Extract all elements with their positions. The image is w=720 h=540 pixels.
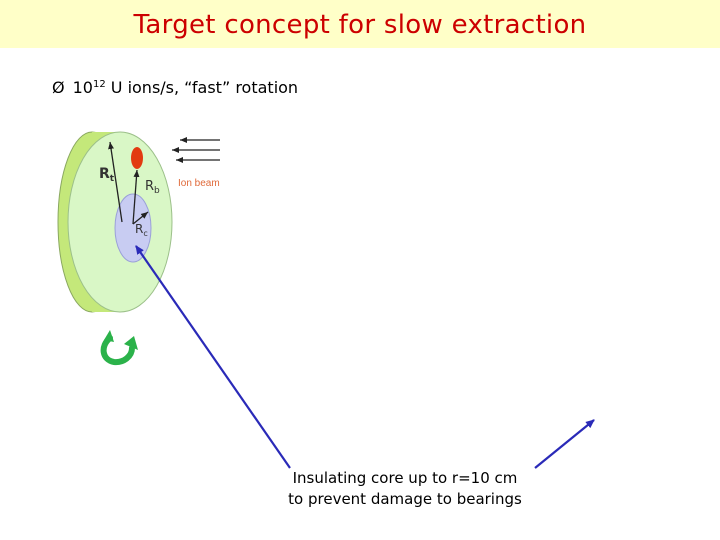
label-rc: Rc [135,222,148,238]
title-bar [0,0,720,48]
callout-line-right [534,419,595,469]
beam-spot [131,147,143,169]
ion-beam-label: Ion beam [178,178,220,189]
insulating-core [114,193,152,263]
slide-title: Target concept for slow extraction [133,10,587,40]
callout-line-to-core [135,245,291,469]
label-rb: Rb [145,179,160,196]
ion-beam-arrows-icon [172,137,220,163]
radius-rb-arrow [132,169,140,225]
bullet-text: U ions/s, “fast” rotation [105,78,299,97]
rotation-arrow-icon [100,330,138,366]
label-rt: Rt [99,166,115,184]
callout-text: Insulating core up to r=10 cm to prevent… [270,468,540,510]
bullet-item: Ø 1012 U ions/s, “fast” rotation [52,78,298,97]
radius-rt-arrow [108,141,123,223]
callout-line-1: Insulating core up to r=10 cm [292,469,518,487]
bullet-marker: Ø [52,78,65,97]
callout-line-2: to prevent damage to bearings [288,490,522,508]
bullet-exponent: 12 [92,79,106,90]
bullet-base: 10 [72,78,93,97]
radius-rc-arrow [132,211,149,225]
